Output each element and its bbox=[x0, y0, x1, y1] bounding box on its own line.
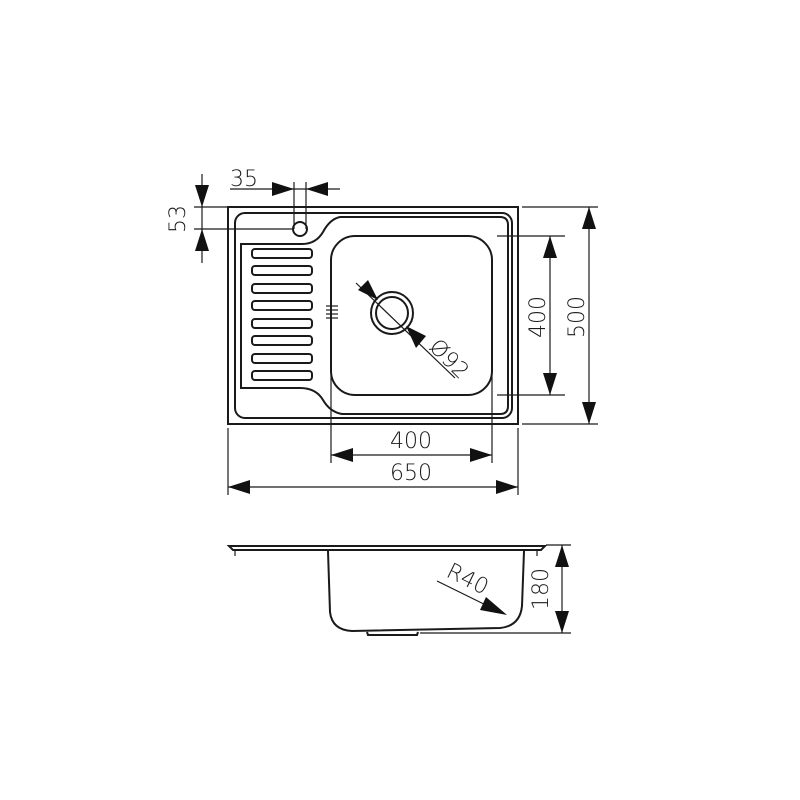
slot bbox=[251, 335, 313, 346]
drain-outer bbox=[370, 291, 414, 335]
rim-outer bbox=[234, 212, 513, 419]
drain-profile bbox=[366, 631, 419, 636]
arrow bbox=[496, 480, 518, 494]
arrow bbox=[406, 326, 426, 348]
arrow bbox=[582, 207, 596, 229]
arrow bbox=[543, 236, 557, 258]
tap-hole bbox=[292, 221, 308, 237]
tap-offset-x-label: 35 bbox=[230, 167, 258, 192]
radius-label: R40 bbox=[442, 559, 492, 600]
slot bbox=[251, 353, 313, 364]
arrow bbox=[228, 480, 250, 494]
slot bbox=[251, 283, 313, 294]
slot bbox=[251, 300, 313, 311]
bowl-width-label: 400 bbox=[390, 429, 432, 454]
slot bbox=[251, 248, 313, 259]
arrow bbox=[555, 611, 569, 633]
slot bbox=[251, 318, 313, 329]
rim-profile bbox=[226, 545, 548, 551]
arrow bbox=[272, 182, 294, 196]
drainboard-rim bbox=[240, 216, 509, 415]
sink-outline bbox=[227, 206, 519, 425]
drainboard-slots bbox=[251, 248, 313, 381]
drain-dim-line bbox=[355, 282, 456, 379]
slot bbox=[251, 370, 313, 381]
arrow bbox=[331, 448, 353, 462]
overall-width-label: 650 bbox=[390, 461, 432, 486]
drain-diameter-label: Ø92 bbox=[424, 335, 474, 385]
arrow bbox=[195, 229, 209, 251]
bowl-depth-label: 400 bbox=[526, 296, 551, 338]
overflow-grille bbox=[326, 304, 338, 320]
arrow bbox=[358, 280, 378, 300]
overall-depth-label: 500 bbox=[565, 296, 590, 338]
side-view: 180 R40 bbox=[226, 544, 571, 636]
arrow bbox=[555, 545, 569, 567]
top-view: Ø92 35 53 400 500 400 bbox=[166, 167, 598, 495]
tap-offset-y-label: 53 bbox=[166, 205, 191, 233]
arrow bbox=[195, 185, 209, 207]
height-label: 180 bbox=[529, 568, 554, 610]
arrow bbox=[543, 373, 557, 395]
bowl-profile bbox=[327, 550, 525, 633]
slot bbox=[251, 265, 313, 276]
arrow bbox=[306, 182, 328, 196]
arrow bbox=[582, 402, 596, 424]
arrow bbox=[480, 597, 507, 615]
drain-inner bbox=[375, 296, 409, 330]
arrow bbox=[470, 448, 492, 462]
